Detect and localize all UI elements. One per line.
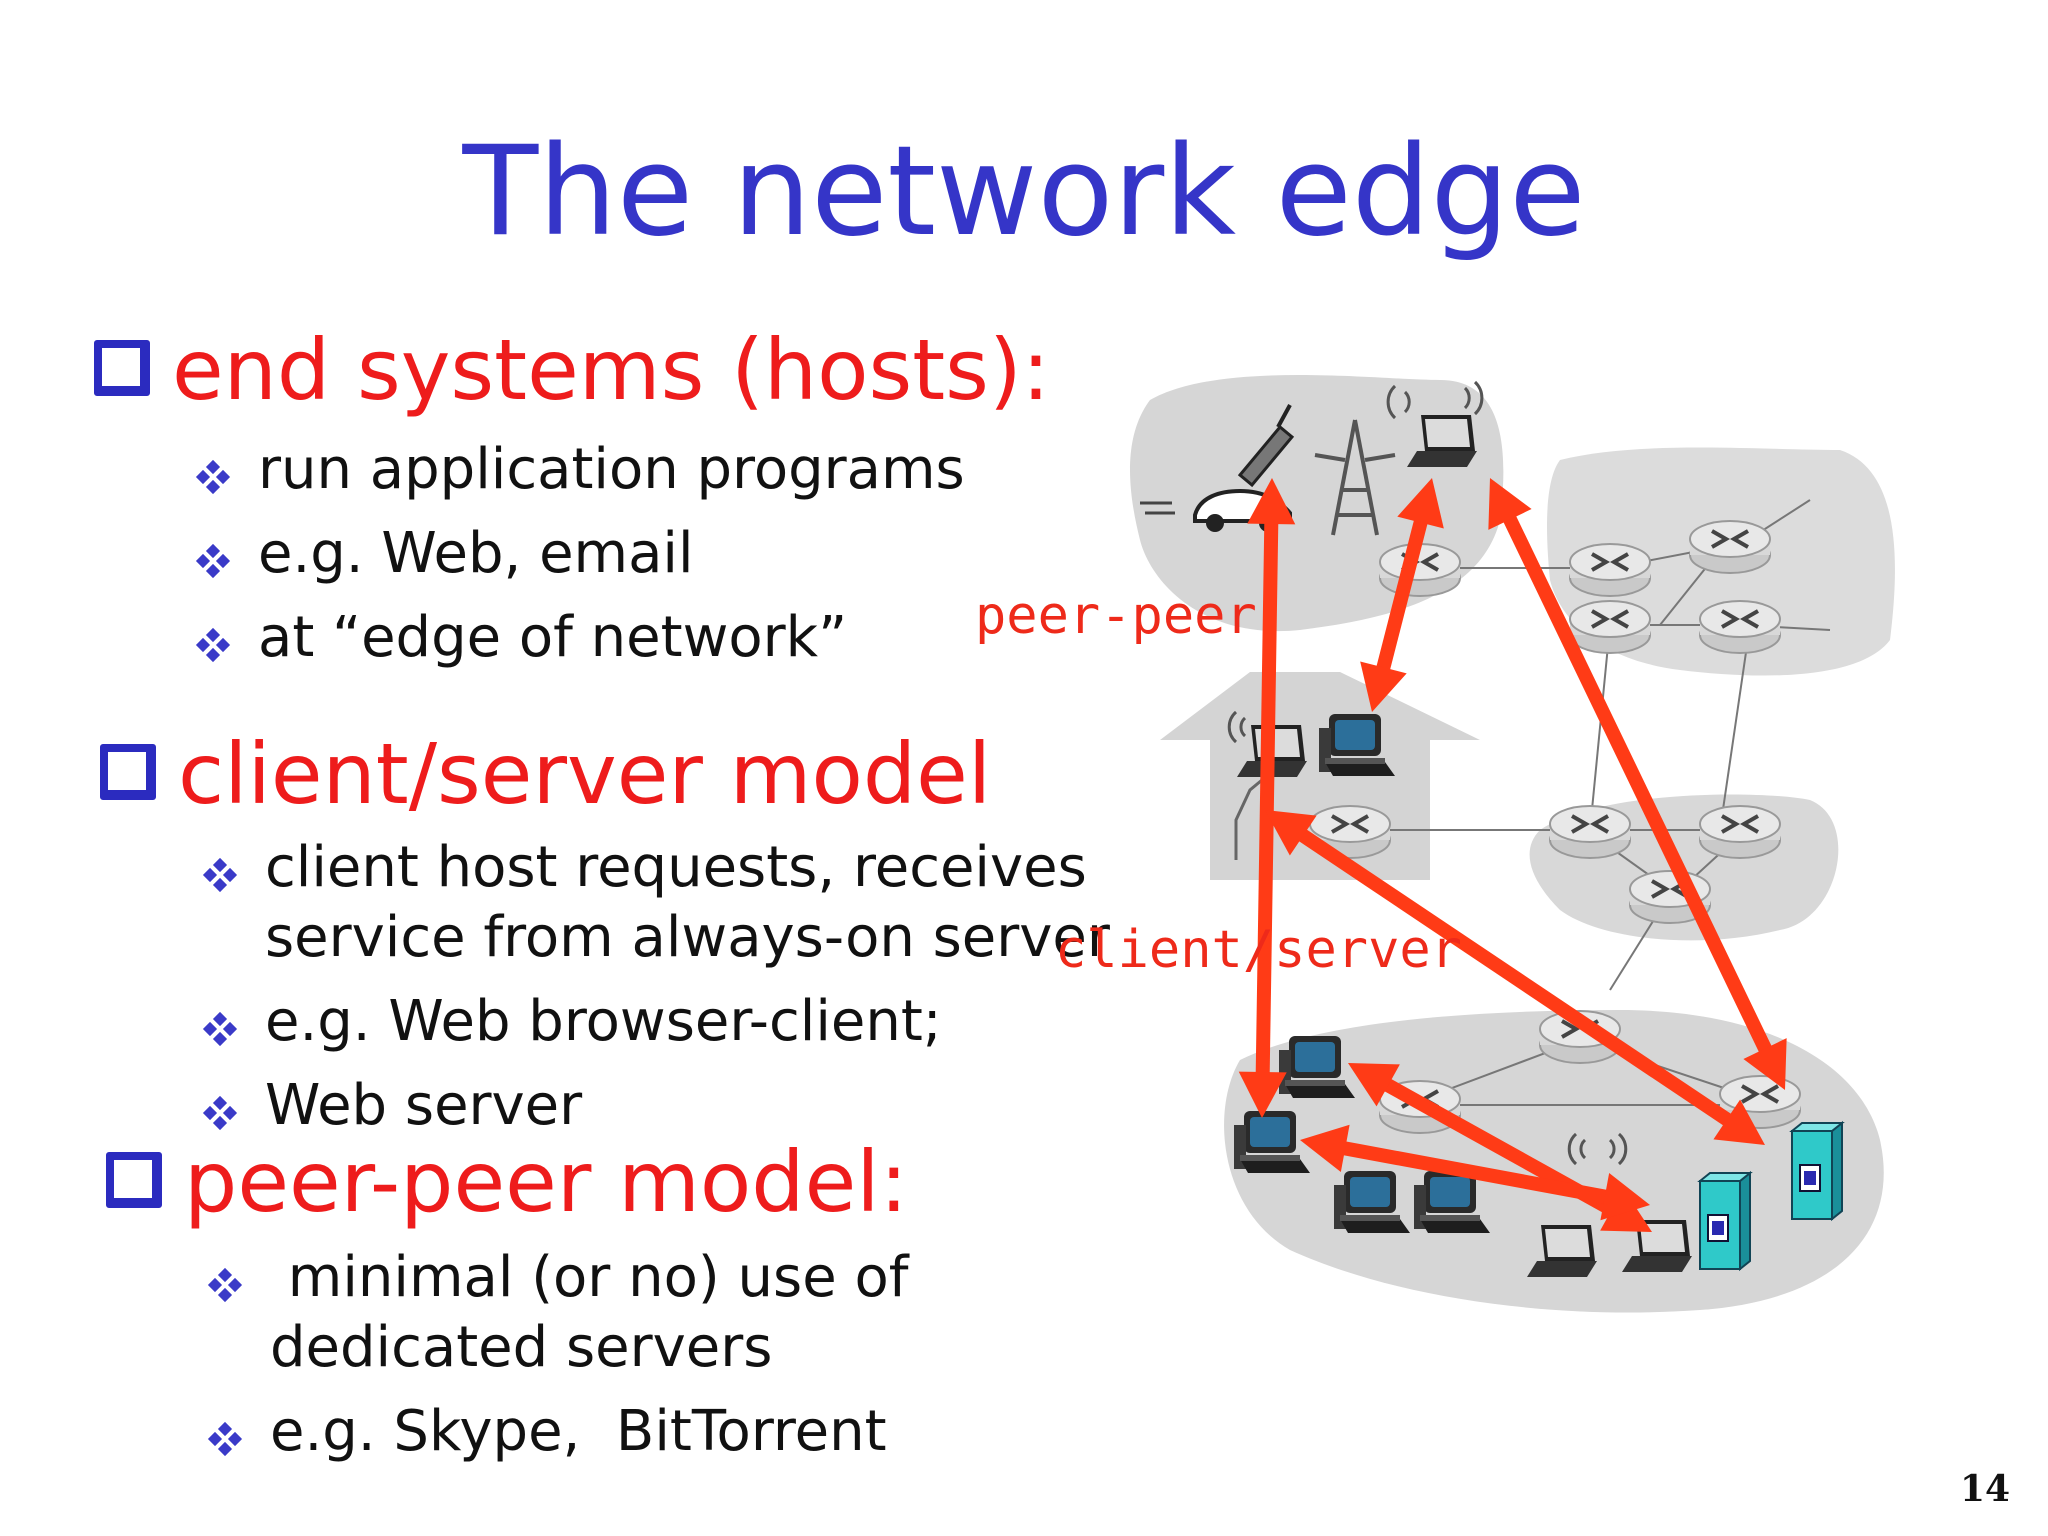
modem-icon <box>1234 778 1263 860</box>
arrow-head <box>1247 478 1296 525</box>
arrow-home-to-server <box>1291 824 1739 1131</box>
wireless-signal-icon <box>1386 380 1484 420</box>
peer-peer-label: peer-peer <box>975 586 1257 646</box>
arrow-laptop-to-server <box>1499 507 1776 1061</box>
bullet-text: service from always-on server <box>265 905 1110 970</box>
router-icon <box>1568 542 1652 598</box>
heading-end-systems-text: end systems (hosts): <box>172 321 1051 419</box>
server-icon <box>1699 1172 1751 1270</box>
wireless-signal-icon <box>1567 1132 1628 1166</box>
bullet-text: Web server <box>265 1073 583 1138</box>
bullet-text: e.g. Web browser-client; <box>265 989 942 1054</box>
heading-client-server: client/server model <box>100 732 991 816</box>
bullet-text: e.g. Skype, BitTorrent <box>270 1399 887 1464</box>
checkbox-bullet-icon <box>94 340 150 397</box>
arrow-head <box>1600 1173 1650 1221</box>
heading-client-server-text: client/server model <box>178 725 992 823</box>
institution-devices <box>1234 1036 1843 1277</box>
bullet-text: at “edge of network” <box>258 605 848 670</box>
wireless-signal-icon <box>1227 710 1247 744</box>
arrow-head <box>1348 1063 1400 1107</box>
bullet-text: e.g. Web, email <box>258 521 694 586</box>
connection-arrows <box>1238 478 1787 1232</box>
router-icon <box>1548 804 1632 860</box>
client-server-label: client/server <box>1055 920 1462 980</box>
bullet-item: e.g. Skype, BitTorrent <box>207 1398 887 1465</box>
bullet-item: e.g. Web, email <box>195 520 694 587</box>
bullet-item: at “edge of network” <box>195 604 848 671</box>
router-icon <box>1568 599 1652 655</box>
router-icon <box>1698 599 1782 655</box>
arrow-head <box>1300 1124 1350 1172</box>
arrow-head <box>1360 661 1407 712</box>
heading-peer-peer: peer-peer model: <box>106 1140 908 1224</box>
bullet-item: Web server <box>202 1072 583 1139</box>
heading-end-systems: end systems (hosts): <box>94 328 1050 412</box>
bullet-item: client host requests, receives <box>202 834 1087 901</box>
arrow-head <box>1488 478 1532 530</box>
bullet-text: dedicated servers <box>270 1315 773 1380</box>
arrow-laptop-to-home-pc <box>1374 511 1430 679</box>
bullet-item: minimal (or no) use of <box>207 1244 909 1311</box>
bullet-text: client host requests, receives <box>265 835 1087 900</box>
bullet-text: run application programs <box>258 437 965 502</box>
cell-tower-icon <box>1314 419 1396 536</box>
bullet-continuation: service from always-on server <box>265 904 1110 971</box>
checkbox-bullet-icon <box>100 744 156 801</box>
page-number: 14 <box>1960 1468 2011 1510</box>
arrow-head <box>1265 810 1317 856</box>
arrow-head <box>1743 1038 1787 1090</box>
arrow-head <box>1713 1099 1765 1145</box>
checkbox-bullet-icon <box>106 1152 162 1209</box>
bullet-item: e.g. Web browser-client; <box>202 988 942 1055</box>
router-icon <box>1688 519 1772 575</box>
heading-peer-peer-text: peer-peer model: <box>184 1133 908 1231</box>
bullet-item: run application programs <box>195 436 965 503</box>
cell-phone-icon <box>1237 404 1295 488</box>
bullet-text: minimal (or no) use of <box>270 1245 909 1310</box>
slide-title: The network edge <box>462 120 1586 264</box>
bullet-continuation: dedicated servers <box>270 1314 772 1381</box>
arrow-head <box>1397 478 1444 529</box>
home-devices <box>1227 710 1395 860</box>
router-icon <box>1698 804 1782 860</box>
server-icon <box>1791 1122 1843 1220</box>
arrow-head <box>1238 1071 1287 1118</box>
arrow-phone-to-pc <box>1255 513 1279 1083</box>
arrow-pc-to-laptop-2 <box>1334 1139 1616 1206</box>
